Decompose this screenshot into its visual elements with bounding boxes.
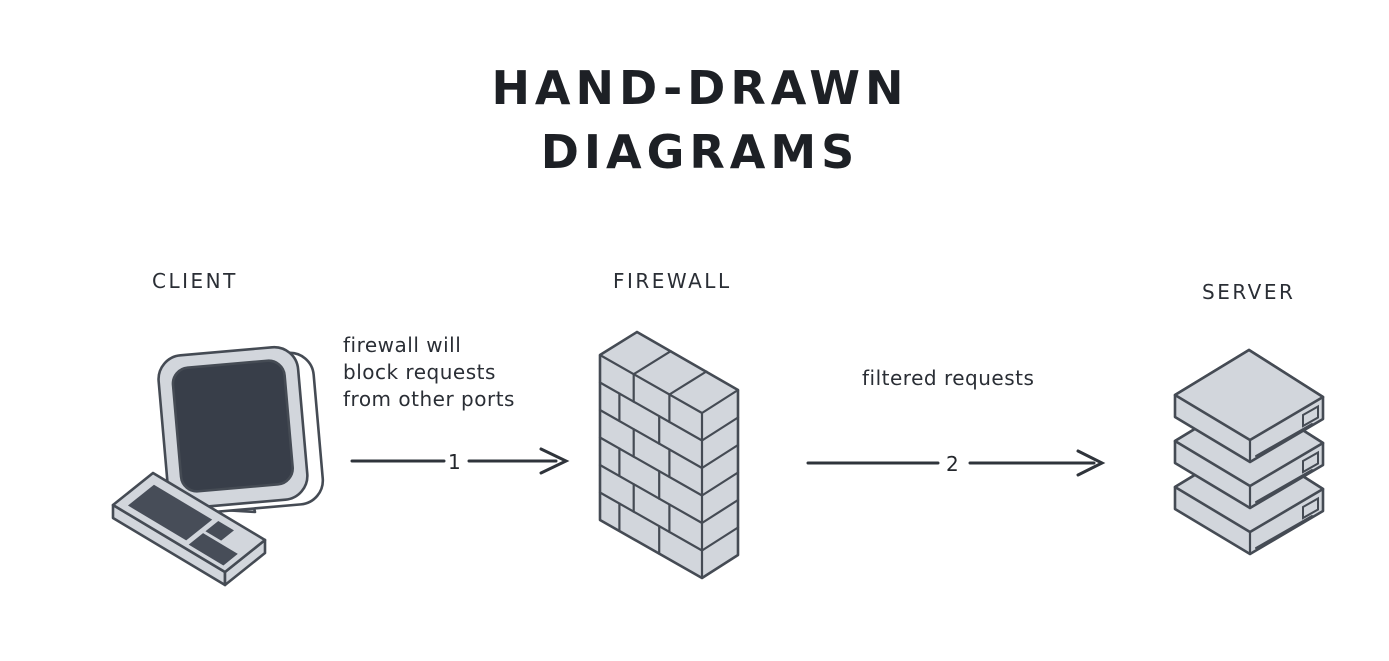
- brick-rows-side: [700, 416, 740, 552]
- arrow-1-number: 1: [448, 450, 461, 474]
- brick-joints-top: [632, 350, 708, 396]
- server-unit-slot: [1302, 404, 1319, 428]
- client-node: CLIENT: [111, 269, 325, 587]
- key-block-small: [205, 520, 234, 541]
- server-unit-vent-line: [1255, 469, 1313, 503]
- client-label: CLIENT: [152, 269, 238, 293]
- arrow-1-annotation-line-1: firewall will: [343, 333, 461, 357]
- client-computer-icon: [111, 345, 325, 587]
- keyboard: [111, 471, 267, 587]
- brick-joints-front: [618, 373, 671, 555]
- monitor: [157, 345, 325, 514]
- server-unit-1: [1173, 348, 1325, 464]
- arrow-1-head-icon: [539, 447, 570, 475]
- title-line-1: HAND-DRAWN: [491, 61, 908, 115]
- server-unit-slot: [1302, 450, 1319, 474]
- keyboard-keys: [127, 484, 238, 566]
- arrow-1: firewall will block requests from other …: [343, 333, 570, 475]
- arrow-1-annotation-line-2: block requests: [343, 360, 496, 384]
- server-unit-vent-line: [1255, 423, 1313, 457]
- server-stack-icon: [1173, 348, 1325, 556]
- key-block-main: [127, 484, 213, 541]
- brick-rows-front: [598, 381, 704, 552]
- firewall-brick-wall-icon: [598, 330, 740, 580]
- key-block-numpad: [188, 533, 238, 566]
- server-label: SERVER: [1202, 280, 1295, 304]
- page-title: HAND-DRAWN DIAGRAMS: [491, 61, 908, 179]
- arrow-2-head-icon: [1076, 449, 1106, 477]
- arrow-2-annotation: filtered requests: [862, 366, 1034, 390]
- firewall-node: FIREWALL: [598, 269, 740, 580]
- monitor-screen: [171, 359, 294, 493]
- server-unit-vent-line: [1255, 515, 1313, 549]
- server-node: SERVER: [1173, 280, 1325, 556]
- title-line-2: DIAGRAMS: [541, 125, 860, 179]
- arrow-2: filtered requests 2: [806, 366, 1106, 477]
- firewall-label: FIREWALL: [613, 269, 732, 293]
- arrow-2-number: 2: [946, 452, 959, 476]
- server-unit-slot: [1302, 496, 1319, 520]
- arrow-1-annotation-line-3: from other ports: [343, 387, 515, 411]
